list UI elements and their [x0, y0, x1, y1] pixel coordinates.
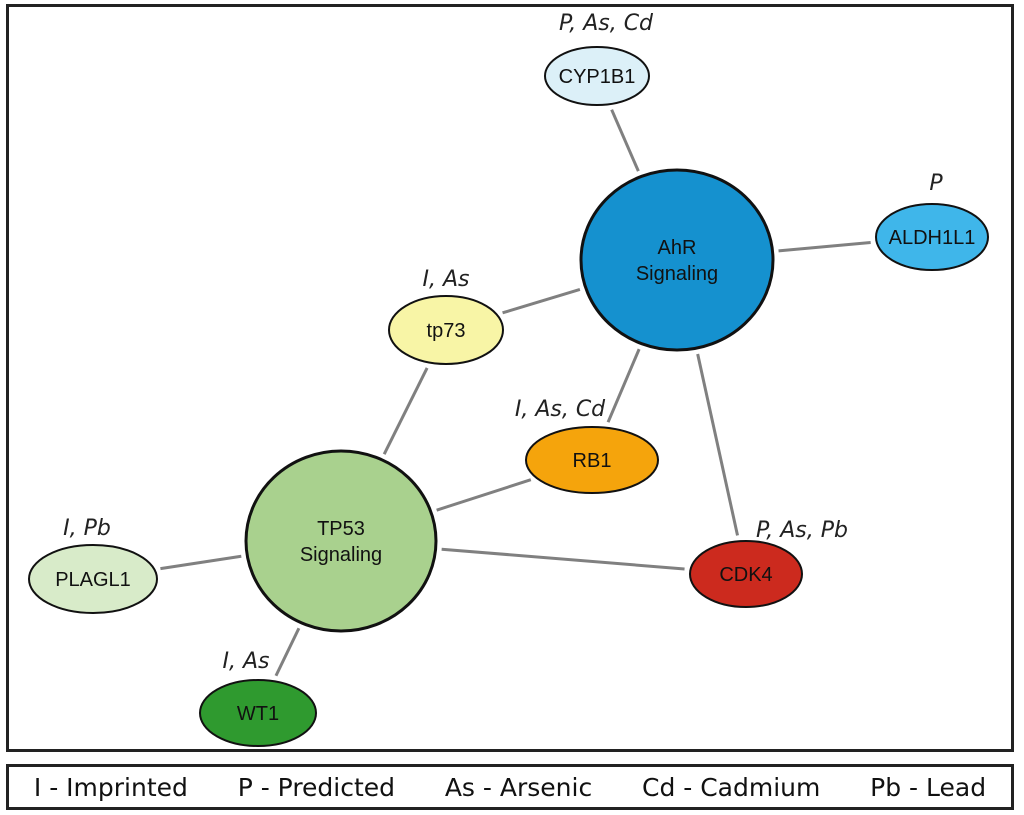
node-tp53-shape: [244, 449, 438, 633]
edge-tp73-tp53: [382, 367, 429, 455]
node-wt1-label: WT1: [237, 703, 279, 725]
node-cyp1b1-shape: [544, 46, 650, 106]
node-cdk4-label: CDK4: [719, 564, 772, 586]
diagram-frame: [6, 4, 1014, 752]
edge-tp73-ahr: [502, 287, 581, 315]
edges-layer: [160, 109, 871, 677]
legend: I - Imprinted P - Predicted As - Arsenic…: [6, 764, 1014, 810]
node-tp53-label: TP53: [317, 518, 365, 540]
edge-cyp1b1-ahr: [610, 109, 640, 172]
node-tp73-label: tp73: [427, 320, 466, 342]
node-aldh1l1-label: ALDH1L1: [889, 227, 976, 249]
node-plagl1: PLAGL1 I, Pb: [28, 516, 158, 614]
node-plagl1-label: PLAGL1: [55, 569, 131, 591]
edge-plagl1-tp53: [160, 554, 242, 571]
node-ahr-label: AhR: [658, 237, 697, 259]
node-ahr-label: Signaling: [636, 263, 718, 285]
node-cyp1b1: CYP1B1 P, As, Cd: [544, 11, 654, 106]
edge-wt1-tp53: [274, 627, 301, 677]
node-cyp1b1-annotation: P, As, Cd: [559, 11, 654, 36]
node-tp73: tp73 I, As: [388, 267, 504, 365]
legend-item-cadmium: Cd - Cadmium: [641, 772, 821, 802]
edge-cdk4-ahr: [696, 353, 739, 536]
node-tp53-label: Signaling: [300, 544, 382, 566]
node-wt1: WT1 I, As: [199, 649, 317, 747]
node-plagl1-shape: [28, 544, 158, 614]
legend-item-imprinted: I - Imprinted: [33, 772, 188, 802]
node-ahr-shape: [579, 168, 775, 352]
legend-item-predicted: P - Predicted: [237, 772, 396, 802]
node-wt1-shape: [199, 679, 317, 747]
node-rb1-label: RB1: [573, 450, 612, 472]
node-tp73-annotation: I, As: [423, 267, 470, 292]
node-cdk4: CDK4 P, As, Pb: [689, 518, 848, 608]
node-aldh1l1: ALDH1L1 P: [875, 171, 989, 271]
node-rb1-annotation: I, As, Cd: [515, 397, 606, 422]
node-ahr: AhR Signaling: [579, 168, 775, 352]
node-cdk4-annotation: P, As, Pb: [756, 518, 848, 543]
node-rb1: RB1 I, As, Cd: [515, 397, 659, 494]
legend-item-arsenic: As - Arsenic: [444, 772, 593, 802]
node-cdk4-shape: [689, 540, 803, 608]
node-cyp1b1-label: CYP1B1: [559, 66, 636, 88]
edge-rb1-tp53: [436, 478, 532, 512]
node-plagl1-annotation: I, Pb: [63, 516, 111, 541]
node-aldh1l1-shape: [875, 203, 989, 271]
node-aldh1l1-annotation: P: [929, 171, 943, 196]
edge-rb1-ahr: [606, 348, 641, 423]
node-wt1-annotation: I, As: [223, 649, 270, 674]
legend-item-lead: Pb - Lead: [870, 772, 987, 802]
node-tp73-shape: [388, 295, 504, 365]
edge-cdk4-tp53: [441, 547, 685, 571]
edge-aldh1l1-ahr: [778, 241, 871, 253]
node-rb1-shape: [525, 426, 659, 494]
